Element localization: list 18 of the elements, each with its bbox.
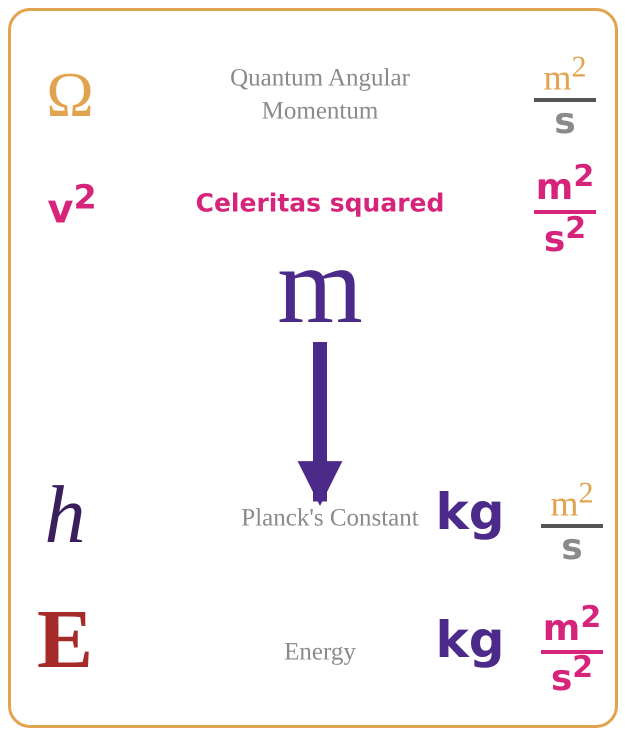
unit-numerator: m$^{2}$	[550, 478, 594, 522]
velocity-symbol: v$^{2}$	[47, 180, 97, 230]
planck-symbol: h	[44, 474, 86, 556]
quantity-name: Celeritas squared	[196, 190, 444, 216]
quantity-name: Planck's Constant	[241, 506, 419, 530]
unit-denominator: s$^{2}$	[550, 653, 594, 697]
unit-numerator: m$^{2}$	[544, 52, 586, 96]
mass-symbol: m	[277, 230, 363, 340]
omega-symbol: Ω	[46, 63, 94, 127]
energy-symbol: E	[36, 598, 94, 682]
arrow	[298, 342, 342, 506]
unit-numerator: m$^{2}$	[542, 603, 602, 647]
unit-denominator: s	[561, 530, 583, 566]
unit-denominator: s$^{2}$	[544, 214, 586, 258]
unit-numerator: m$^{2}$	[536, 162, 594, 206]
unit-denominator: s	[554, 104, 576, 140]
quantity-name: Quantum Angular Momentum	[229, 64, 411, 126]
quantity-name: Energy	[284, 640, 356, 664]
